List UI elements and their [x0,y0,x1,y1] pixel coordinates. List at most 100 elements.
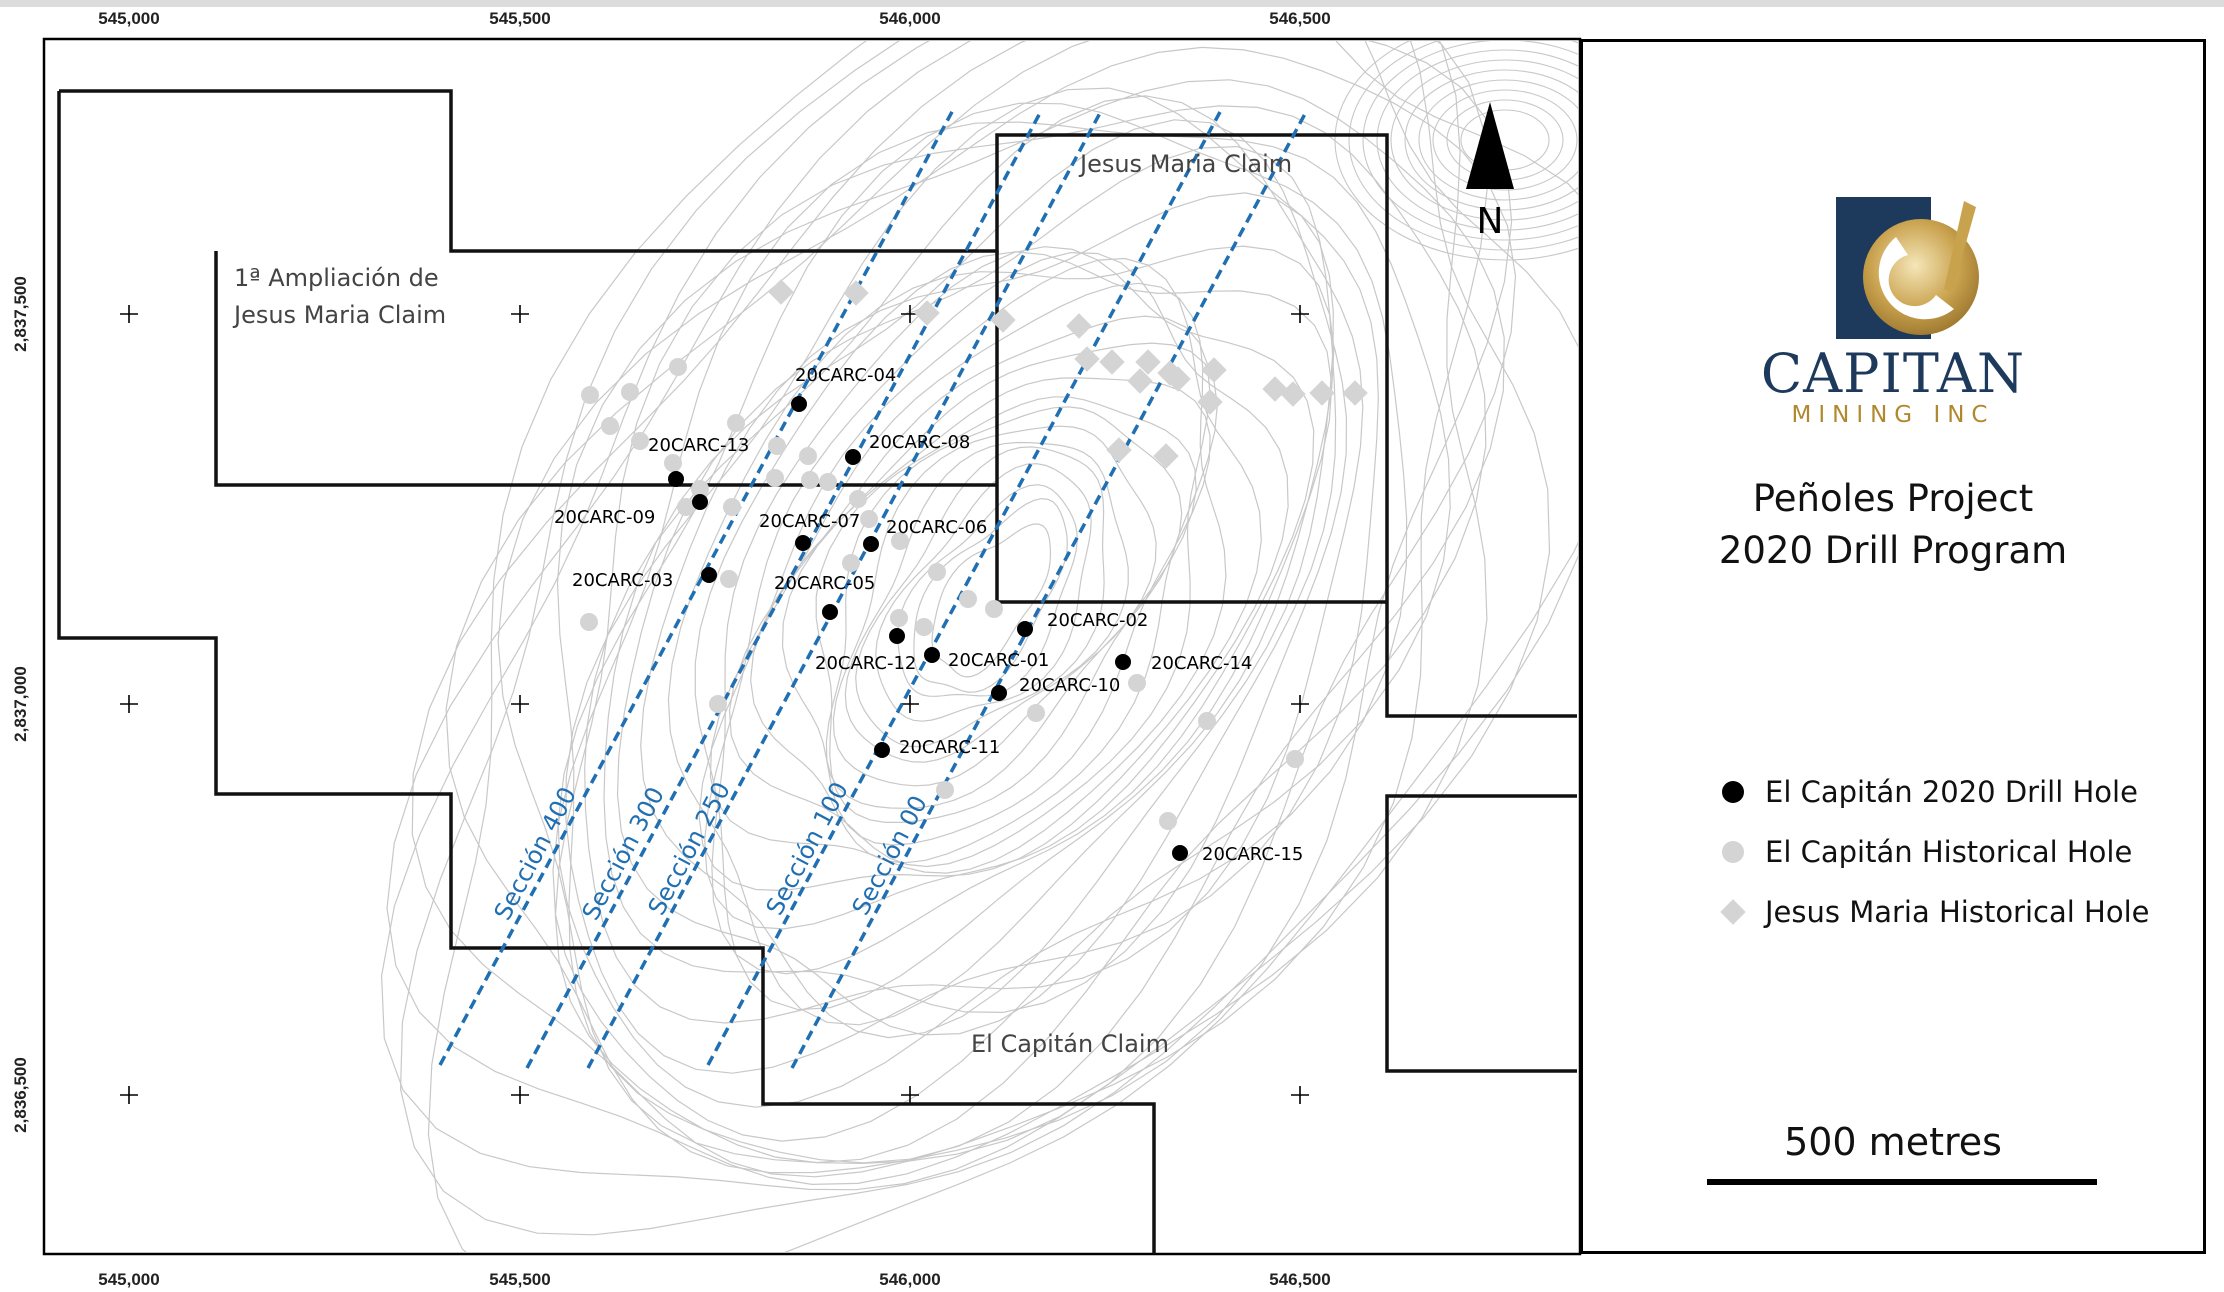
hole-label-10: 20CARC-10 [1019,675,1120,696]
hole-label-11: 20CARC-11 [899,737,1000,758]
historical-hole-circle [664,454,682,472]
grey-diamond-icon [1720,899,1746,925]
grid-cross [120,305,138,323]
x-tick-top-2: 545,500 [489,9,550,28]
drill-hole-marker [1115,654,1131,670]
section-250-line [586,112,1102,1069]
contour-line [497,46,1517,1165]
ampliacion-claim-label-2: Jesus Maria Claim [232,301,446,329]
historical-hole-circle [849,490,867,508]
drill-hole-marker [692,494,708,510]
contour-line [584,95,1364,1024]
historical-hole-circle [631,432,649,450]
contour-line [565,87,1379,1074]
contour-line [1334,41,1578,261]
contour-line [386,41,1488,1186]
drill-hole-marker [791,396,807,412]
contour-line [1432,89,1578,191]
drill-holes-2020 [668,396,1188,861]
historical-hole-circle [1159,812,1177,830]
grid-cross [120,1086,138,1104]
hole-label-05: 20CARC-05 [774,573,875,594]
map-border [42,37,1582,1256]
el-capitan-claim-boundary-lower [57,91,1156,1254]
historical-hole-circle [727,414,745,432]
x-tick-bottom-2: 545,500 [489,1270,550,1289]
contour-line [552,121,1451,1142]
contour-line [704,251,1289,930]
contour-line [709,282,1227,874]
section-lines [438,109,1308,1069]
contour-line [554,105,1487,1164]
drill-hole-marker [701,567,717,583]
historical-hole-circle [799,447,817,465]
drill-hole-marker [845,449,861,465]
hole-label-04: 20CARC-04 [795,365,896,386]
hole-label-12: 20CARC-12 [815,653,916,674]
historical-hole-diamond [990,307,1016,333]
contour-line [1348,41,1578,251]
contour-line [698,257,1262,892]
historical-hole-circle [890,609,908,627]
contour-line [728,315,1211,868]
jesus-maria-claim-label: Jesus Maria Claim [1078,150,1292,178]
contour-line [445,41,1513,1174]
contour-line [875,463,1092,722]
contour-line [399,41,1578,1236]
capitan-logo-icon [1836,197,1979,339]
x-tick-bottom-1: 545,000 [98,1270,159,1289]
x-tick-top-4: 546,500 [1269,9,1330,28]
north-label: N [1477,201,1504,242]
y-tick-left-3: 2,836,500 [11,1057,30,1133]
grey-circle-icon [1722,841,1744,863]
grid-cross [1291,1086,1309,1104]
historical-hole-circle [768,437,786,455]
scale-label: 500 metres [1784,1120,2002,1164]
historical-hole-circle [928,563,946,581]
historical-hole-circle [819,473,837,491]
legend-item-jesus-maria-hole: Jesus Maria Historical Hole [1713,892,2149,932]
drill-hole-marker [863,536,879,552]
hole-label-09: 20CARC-09 [554,507,655,528]
section-100-line [706,111,1222,1066]
grid-cross [901,1086,919,1104]
hole-label-03: 20CARC-03 [572,570,673,591]
x-tick-top-1: 545,000 [98,9,159,28]
contour-line [832,425,1157,787]
hole-label-02: 20CARC-02 [1047,610,1148,631]
window-top-strip [0,0,2224,7]
section-400-line [438,109,955,1066]
contour-line [896,484,1078,697]
y-tick-left-2: 2,837,000 [11,666,30,742]
grid-cross [901,695,919,713]
hole-label-14: 20CARC-14 [1151,653,1252,674]
contour-line [1404,69,1578,211]
drill-hole-marker [795,535,811,551]
historical-hole-circle [709,695,727,713]
drill-hole-marker [668,471,684,487]
ampliacion-claim-boundary [214,251,997,487]
historical-hole-circle [621,383,639,401]
logo-wordmark: CAPITAN [1760,342,2026,405]
el-capitan-claim-label: El Capitán Claim [971,1030,1169,1058]
historical-hole-circle [581,386,599,404]
historical-hole-circle [801,471,819,489]
drill-hole-marker [874,742,890,758]
section-300-line [525,112,1042,1069]
historical-hole-circle [1128,674,1146,692]
hole-label-06: 20CARC-06 [886,517,987,538]
program-title: 2020 Drill Program [1718,529,2068,572]
grid-cross [120,695,138,713]
contour-line [749,342,1218,864]
grid-cross [511,695,529,713]
historical-hole-circle [669,358,687,376]
historical-hole-circle [1198,712,1216,730]
historical-hole-circle [860,510,878,528]
contour-line [667,245,1335,1026]
contour-line [1390,59,1578,221]
hole-label-01: 20CARC-01 [948,650,1049,671]
grid-cross [511,1086,529,1104]
contour-line [913,497,1068,693]
drill-hole-marker [924,647,940,663]
